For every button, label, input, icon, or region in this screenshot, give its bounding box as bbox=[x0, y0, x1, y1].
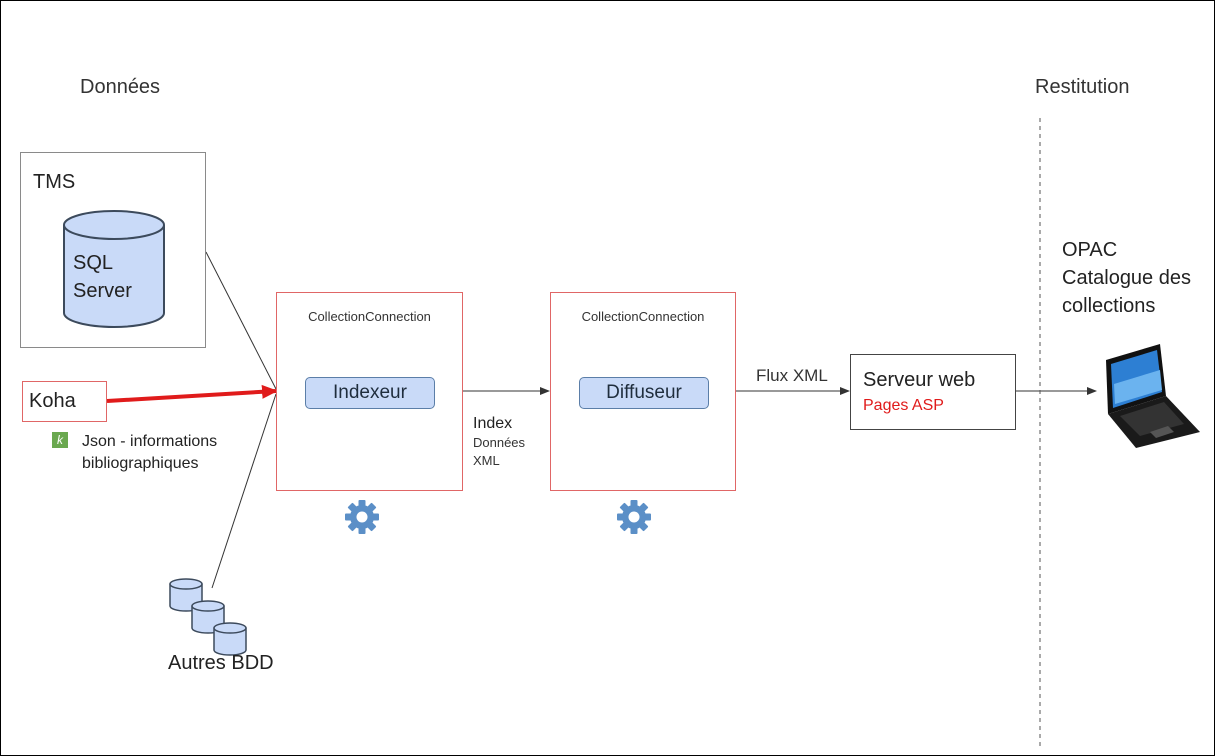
opac-line3: collections bbox=[1062, 295, 1156, 317]
koha-box: Koha bbox=[22, 381, 107, 422]
database-icon bbox=[63, 210, 165, 328]
autres-to-indexer-line bbox=[211, 393, 277, 589]
koha-to-indexer-arrow bbox=[106, 384, 278, 403]
index-line: Index bbox=[473, 415, 513, 432]
tms-to-indexer-line bbox=[205, 251, 277, 390]
indexeur-pill: Indexeur bbox=[305, 377, 435, 409]
autres-bdd-label: Autres BDD bbox=[168, 652, 274, 674]
tms-box: TMS SQL Server bbox=[20, 152, 206, 348]
tms-label: TMS bbox=[33, 171, 76, 193]
web-server-box: Serveur web Pages ASP bbox=[850, 354, 1016, 430]
koha-label: Koha bbox=[29, 390, 76, 412]
diffuser-box-title: CollectionConnection bbox=[581, 309, 705, 324]
indexer-box-title: CollectionConnection bbox=[308, 309, 431, 324]
laptop-icon bbox=[1106, 344, 1200, 448]
opac-label: OPAC Catalogue des collections bbox=[1062, 236, 1191, 320]
koha-caption: Json - informations bibliographiques bbox=[82, 431, 217, 475]
autres-bdd-icon bbox=[169, 578, 247, 656]
sql-server-label: SQL Server bbox=[73, 249, 132, 305]
web-server-title: Serveur web bbox=[863, 369, 976, 391]
flux-xml-label: Flux XML bbox=[756, 366, 828, 385]
opac-line1: OPAC bbox=[1062, 239, 1118, 261]
donnees-line: Données bbox=[473, 435, 526, 450]
pages-asp-label: Pages ASP bbox=[863, 397, 944, 414]
sql-line: SQL bbox=[73, 252, 114, 274]
database-icon bbox=[213, 622, 247, 656]
gear-icon bbox=[345, 500, 379, 534]
index-label: Index Données XML bbox=[473, 414, 525, 470]
diffuseur-pill: Diffuseur bbox=[579, 377, 709, 409]
koha-badge-icon: k bbox=[52, 432, 68, 448]
heading-restitution: Restitution bbox=[1035, 76, 1130, 98]
koha-caption-line1: Json - informations bbox=[82, 433, 218, 450]
koha-caption-line2: bibliographiques bbox=[82, 455, 199, 472]
diffuser-box: CollectionConnection Diffuseur bbox=[550, 292, 736, 491]
gear-icon bbox=[617, 500, 651, 534]
xml-line: XML bbox=[473, 453, 500, 468]
server-line: Server bbox=[73, 280, 132, 302]
indexer-box: CollectionConnection Indexeur bbox=[276, 292, 463, 491]
heading-donnees: Données bbox=[80, 76, 161, 98]
opac-line2: Catalogue des bbox=[1062, 267, 1191, 289]
